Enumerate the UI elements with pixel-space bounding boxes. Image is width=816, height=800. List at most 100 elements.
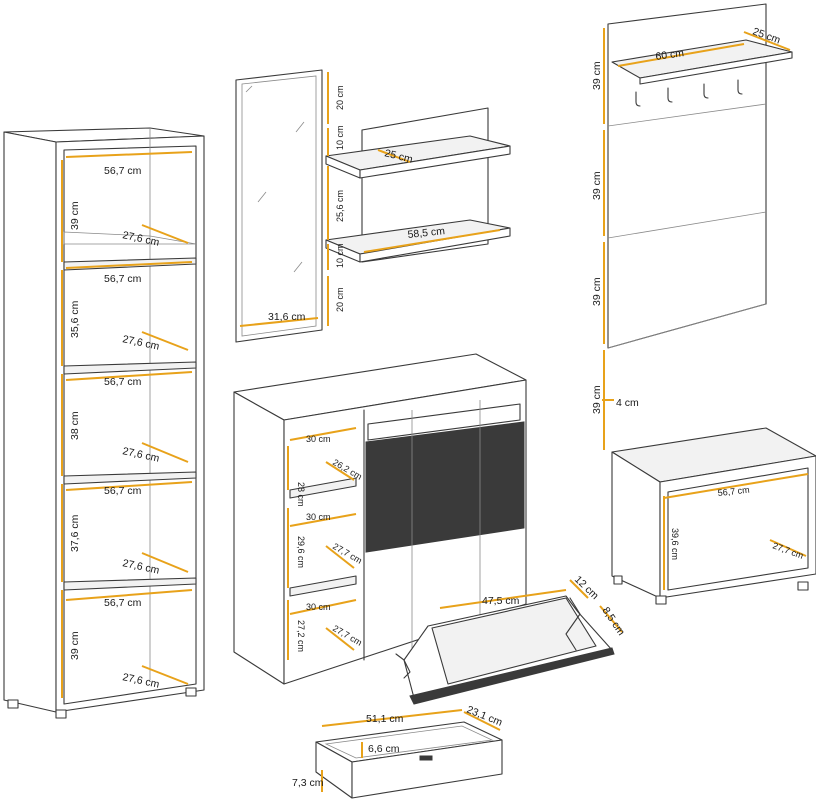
dim-line [65, 371, 193, 381]
cabinet-comp-height-label: 29,6 cm [296, 536, 306, 568]
dim-line [325, 461, 355, 481]
bookcase-height-label: 39 cm [69, 201, 81, 230]
bookcase-height-label: 39 cm [69, 631, 81, 660]
dim-line [141, 665, 189, 685]
mirror-glint [295, 121, 305, 133]
bench-foot [655, 595, 667, 605]
coat-rack-width-label: 60 cm [655, 47, 685, 63]
bench-opening [667, 467, 809, 591]
flap-width-label: 47,5 cm [482, 595, 520, 607]
mirror-glass [241, 75, 317, 337]
dim-line [463, 711, 501, 731]
mirror-glint [245, 85, 253, 93]
wall-shelf-mid-label: 25,6 cm [335, 190, 345, 222]
bookcase-shelf [63, 361, 197, 375]
drawer-inner-height-label: 6,6 cm [368, 743, 400, 755]
dim-line [141, 552, 189, 573]
cabinet-comp-width-label: 30 cm [306, 512, 331, 522]
cabinet-comp-width-label: 30 cm [306, 602, 331, 612]
coat-hook [737, 79, 743, 95]
drawer-front [351, 739, 503, 799]
dim-line [289, 513, 357, 527]
bookcase-width-label: 56,7 cm [104, 597, 142, 609]
bookcase-foot [185, 687, 197, 697]
coat-hook [703, 83, 709, 99]
flap-front [409, 647, 615, 705]
bench-foot [613, 575, 623, 585]
coat-rack-panel-height-label: 39 cm [591, 277, 603, 306]
dim-line [141, 224, 189, 244]
bench-height-label: 39,6 cm [670, 528, 680, 560]
open-shoe-flap: 47,5 cm 12 cm 8,5 cm [395, 574, 628, 705]
bookcase-foot [7, 699, 19, 709]
mirror-glint [293, 261, 303, 273]
coat-rack-panel-height-label: 39 cm [591, 171, 603, 200]
wall-shelf-upper-front [359, 145, 511, 179]
bookcase-height-label: 35,6 cm [69, 300, 81, 338]
drawer-outer-height-label: 7,3 cm [292, 777, 324, 789]
cabinet-comp-width-label: 30 cm [306, 434, 331, 444]
coat-rack-panel-seam [607, 103, 767, 127]
bookcase: 56,7 cm 56,7 cm 56,7 cm 56,7 cm 56,7 cm … [3, 127, 205, 719]
dim-line [769, 539, 807, 557]
dim-line [321, 709, 463, 727]
cabinet-comp-height-label: 28 cm [296, 482, 306, 507]
wall-shelf-width-label: 58,5 cm [407, 225, 446, 241]
flap-depth-label: 12 cm [572, 574, 601, 603]
dim-line [325, 545, 355, 569]
drawer: 51,1 cm 23,1 cm 6,6 cm 7,3 cm [292, 704, 504, 799]
coat-hook [667, 87, 673, 103]
mirror-glint [257, 191, 267, 203]
coat-rack: 60 cm 25 cm 39 cm 39 cm 39 cm 39 cm 4 cm… [591, 3, 816, 605]
shoe-cabinet: 30 cm 28 cm 26,2 cm 30 cm 29,6 cm 27,7 c… [233, 353, 527, 685]
bookcase-shelf [63, 577, 197, 591]
drawer-handle [419, 755, 433, 761]
coat-rack-panel-seam [607, 211, 767, 239]
bookcase-width-label: 56,7 cm [104, 376, 142, 388]
dim-line [325, 627, 355, 651]
bookcase-height-label: 38 cm [69, 411, 81, 440]
cabinet-shelf [289, 477, 357, 499]
dim-line [65, 151, 193, 158]
cabinet-flap-door [365, 421, 525, 553]
coat-rack-panel-thickness-label: 4 cm [616, 397, 639, 409]
dim-line [141, 442, 189, 463]
bookcase-shelf-back [63, 231, 197, 245]
dim-line [439, 589, 567, 609]
dim-line [289, 599, 357, 615]
dim-line [65, 481, 193, 491]
wall-shelf-gap2-label: 10 cm [335, 243, 345, 268]
dim-line [599, 605, 623, 633]
dim-line [377, 149, 411, 163]
wall-shelf-bottom-label: 20 cm [335, 287, 345, 312]
dim-line [65, 261, 193, 269]
wall-shelf: 20 cm 10 cm 25 cm 25,6 cm 58,5 cm 10 cm … [325, 72, 511, 326]
coat-rack-top-shelf-front [639, 51, 793, 85]
dim-line [663, 473, 809, 499]
cabinet-shelf [289, 575, 357, 597]
dim-line [569, 579, 589, 599]
bookcase-width-label: 56,7 cm [104, 165, 142, 177]
wall-shelf-top-label: 20 cm [335, 85, 345, 110]
drawer-inner [324, 725, 494, 759]
drawer-width-label: 51,1 cm [366, 713, 404, 725]
dim-line [363, 229, 501, 253]
bookcase-shelf [63, 471, 197, 485]
bench-foot [797, 581, 809, 591]
bookcase-width-label: 56,7 cm [104, 273, 142, 285]
cabinet-top-opening [367, 403, 521, 441]
coat-rack-panel-seam [607, 303, 767, 349]
flap-hinge [395, 653, 411, 679]
dim-line [617, 43, 745, 67]
coat-rack-panel-height-label: 39 cm [591, 61, 603, 90]
mirror-frame [235, 69, 323, 343]
coat-hook [635, 91, 641, 107]
bench-width-label: 56,7 cm [717, 485, 750, 498]
coat-rack-panel-height-label: 39 cm [591, 385, 603, 414]
bookcase-left-side [3, 131, 57, 713]
dim-line [239, 317, 319, 327]
dim-line [141, 331, 189, 351]
flap-height-label: 8,5 cm [600, 605, 628, 638]
